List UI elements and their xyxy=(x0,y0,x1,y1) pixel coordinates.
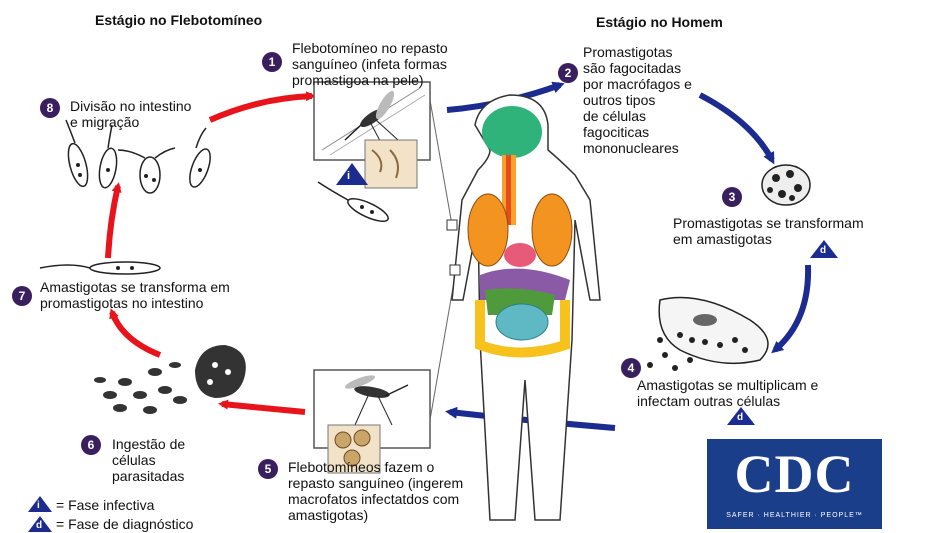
arrow-6-to-7 xyxy=(112,312,160,355)
step-number-4: 4 xyxy=(621,358,641,378)
legend-badge-letter-diagnostic: d xyxy=(36,520,42,531)
legend-badge-letter-infective: i xyxy=(37,500,40,511)
step-text-1: Flebotomíneo no repasto sanguíneo (infet… xyxy=(292,40,448,88)
triangle-badge-icon xyxy=(28,496,52,512)
arrow-8-to-1 xyxy=(210,96,312,120)
macrophage-icon xyxy=(762,165,810,205)
triangle-badge-icon xyxy=(336,163,368,185)
step-text-5: Flebotomíneos fazem o repasto sanguíneo … xyxy=(288,459,463,523)
promastigote-transform-icon xyxy=(40,262,160,274)
arrow-2-to-3 xyxy=(700,95,772,160)
sandfly-feeding-box-bottom xyxy=(314,270,456,473)
human-organs-icon xyxy=(447,95,600,520)
cdc-logo: CDC SAFER · HEALTHIER · PEOPLE™ xyxy=(707,439,882,529)
infected-macrophage-icon xyxy=(647,298,768,372)
badge-letter-infective: i xyxy=(347,170,350,182)
promastigote-group-icon xyxy=(65,120,215,193)
arrow-3-to-4 xyxy=(775,265,808,350)
arrow-7-to-8 xyxy=(108,186,118,258)
arrow-5-to-6 xyxy=(222,404,305,412)
step-number-3: 3 xyxy=(722,187,742,207)
step-text-6: Ingestão de células parasitadas xyxy=(112,436,185,484)
step-number-7: 7 xyxy=(12,286,32,306)
step-text-2: Promastigotas são fagocitadas por macróf… xyxy=(583,44,692,156)
promastigote-icon xyxy=(318,182,391,226)
step-text-4: Amastigotas se multiplicam e infectam ou… xyxy=(637,377,818,409)
step-text-3: Promastigotas se transformam em amastigo… xyxy=(673,215,864,247)
cdc-logo-tagline: SAFER · HEALTHIER · PEOPLE™ xyxy=(707,512,882,519)
step-number-8: 8 xyxy=(40,98,60,118)
step-number-6: 6 xyxy=(81,435,101,455)
step-text-7: Amastigotas se transforma em promastigot… xyxy=(40,279,230,311)
step-number-5: 5 xyxy=(258,459,278,479)
step-number-1: 1 xyxy=(262,52,282,72)
step-number-2: 2 xyxy=(558,63,578,83)
legend-infective: = Fase infectiva xyxy=(56,497,154,513)
sandfly-feeding-box-top xyxy=(314,82,452,225)
cdc-logo-word: CDC xyxy=(707,443,882,505)
badge-letter-diagnostic: d xyxy=(737,412,743,423)
step-text-8: Divisão no intestino e migração xyxy=(70,98,191,130)
legend-diagnostic: = Fase de diagnóstico xyxy=(56,516,193,532)
